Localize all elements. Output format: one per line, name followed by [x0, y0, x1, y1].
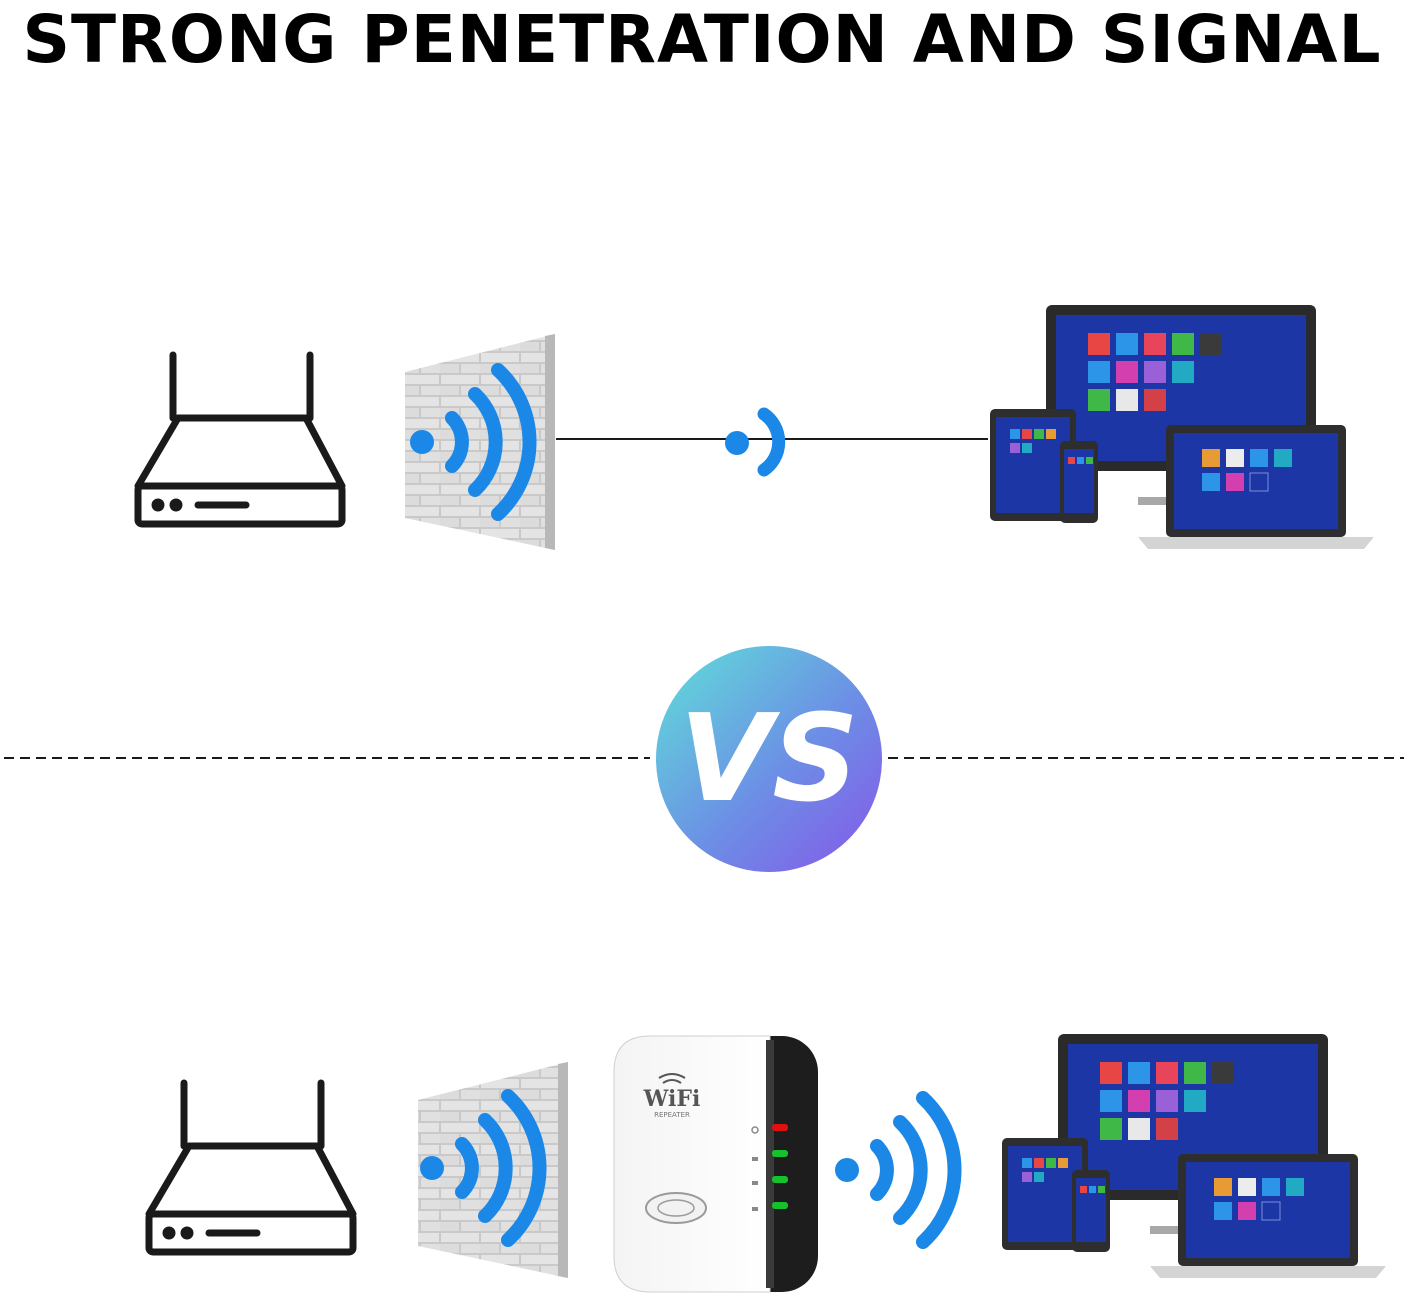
router-icon-bottom [145, 1079, 357, 1256]
wps-icon [657, 1199, 695, 1217]
devices-group-bottom [1001, 1034, 1387, 1279]
led-green-3 [772, 1202, 788, 1209]
wifi-signal-icon-top [410, 363, 537, 521]
led-red [772, 1124, 788, 1131]
wifi-signal-icon-bottom-left [420, 1089, 547, 1247]
weak-signal-icon [725, 407, 786, 477]
repeater-logo-text: WiFi [643, 1086, 701, 1112]
router-icon-top [134, 351, 346, 528]
repeater-wifi-logo-icon [658, 1073, 686, 1084]
devices-group-top [989, 305, 1375, 550]
wifi-signal-icon-bottom-right [835, 1091, 962, 1249]
page-title: STRONG PENETRATION AND SIGNAL [22, 1, 1382, 78]
power-mark-icon [751, 1126, 759, 1134]
vs-badge [656, 646, 882, 872]
led-green-1 [772, 1150, 788, 1157]
wps-button [645, 1192, 707, 1224]
led-green-2 [772, 1176, 788, 1183]
wifi-repeater: WiFi REPEATER [613, 1035, 818, 1293]
repeater-sub-label: REPEATER [654, 1111, 690, 1119]
vs-badge-text: VS [679, 690, 858, 829]
